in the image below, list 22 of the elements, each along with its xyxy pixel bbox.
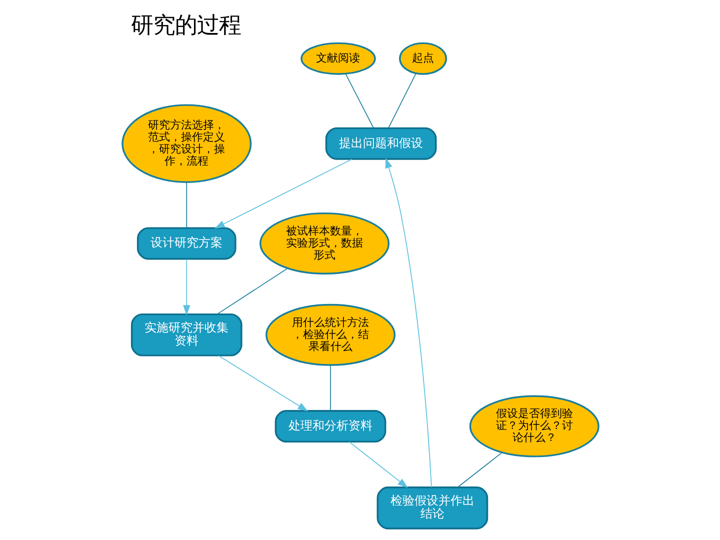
- node-box: 处理和分析资料: [274, 410, 386, 443]
- node-box: 检验假设并作出结论: [376, 486, 488, 530]
- node-ellipse: 用什么统计方法，检验什么，结果看什么: [265, 304, 396, 366]
- connector: [456, 452, 502, 488]
- connector: [186, 182, 187, 228]
- node-box: 提出问题和假设: [324, 127, 436, 160]
- node-box: 设计研究方案: [136, 227, 236, 260]
- arrow: [348, 441, 408, 488]
- connector: [344, 74, 374, 129]
- node-ellipse: 研究方法选择，范式，操作定义，研究设计，操作，流程: [121, 104, 252, 184]
- node-ellipse: 假设是否得到验证？为什么？讨论什么？: [468, 395, 599, 458]
- node-ellipse: 文献阅读: [300, 42, 376, 75]
- arrow: [384, 158, 432, 488]
- arrow: [218, 355, 308, 412]
- diagram-title: 研究的过程: [130, 12, 240, 39]
- node-ellipse: 被试样本数量，实验形式，数据形式: [259, 212, 390, 274]
- arrow: [214, 158, 352, 229]
- arrow: [182, 258, 190, 316]
- node-ellipse: 起点: [398, 42, 446, 75]
- connector: [216, 268, 288, 315]
- node-box: 实施研究并收集资料: [130, 313, 242, 356]
- connector: [388, 73, 416, 128]
